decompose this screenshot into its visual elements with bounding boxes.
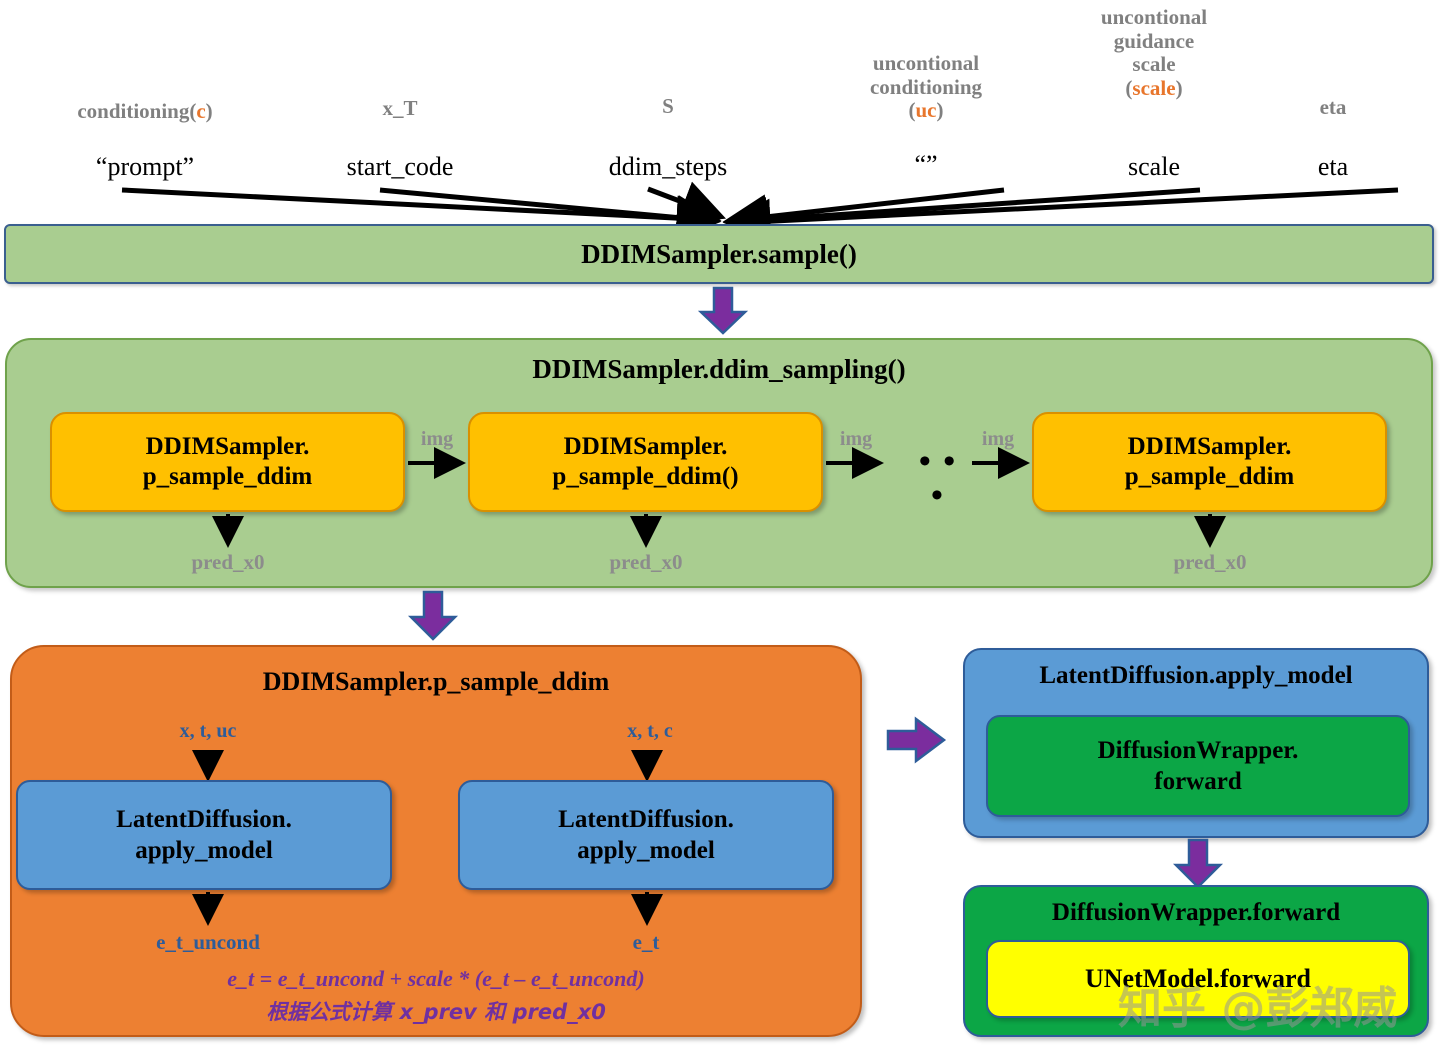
- param-scale-line1: uncontional: [1100, 5, 1208, 29]
- formula-classifier-free-guidance: e_t = e_t_uncond + scale * (e_t – e_t_un…: [227, 966, 645, 991]
- param-scale-line3: scale: [1132, 52, 1176, 77]
- param-uc-code: uc: [915, 98, 937, 123]
- input-label-x-t-uc: x, t, uc: [179, 720, 237, 742]
- panel-ddim-sampling-title: DDIMSampler.ddim_sampling(): [532, 354, 906, 384]
- param-uc-line3: (uc): [908, 98, 944, 123]
- box-p-sample-ddim-2-text: DDIMSampler. p_sample_ddim(): [470, 414, 821, 510]
- output-label-e-t: e_t: [632, 930, 660, 954]
- param-conditioning-close: ): [205, 99, 213, 123]
- box-p-sample-ddim-1-text: DDIMSampler. p_sample_ddim: [52, 414, 403, 510]
- box-p-sample-ddim-3-text: DDIMSampler. p_sample_ddim: [1034, 414, 1385, 510]
- box-latent-diffusion-2-line1: LatentDiffusion.: [558, 805, 734, 833]
- formula-x-prev-pred-x0: 根据公式计算 x_prev 和 pred_x0: [266, 1000, 606, 1024]
- param-scale-code: scale: [1132, 75, 1176, 100]
- output-label-pred-x0-1: pred_x0: [191, 550, 265, 574]
- arrow-pred-x0-3: [1194, 514, 1226, 548]
- param-desc-eta: eta: [1319, 95, 1347, 119]
- box-p-sample-ddim-3[interactable]: DDIMSampler. p_sample_ddim: [1032, 412, 1387, 512]
- param-conditioning-code: c: [196, 99, 206, 123]
- param-uc-line1: uncontional: [872, 51, 980, 75]
- output-label-e-t-uncond: e_t_uncond: [156, 930, 260, 954]
- panel-latent-diffusion-apply-model-title: LatentDiffusion.apply_model: [1039, 662, 1353, 689]
- box-p-sample-ddim-2-line2: p_sample_ddim(): [552, 463, 739, 490]
- param-desc-conditioning: conditioning(c): [40, 99, 250, 124]
- panel-diffusion-wrapper-forward-title: DiffusionWrapper.forward: [1051, 899, 1341, 926]
- param-desc-s: S: [662, 94, 674, 118]
- box-p-sample-ddim-1-line1: DDIMSampler.: [145, 432, 310, 460]
- box-p-sample-ddim-1[interactable]: DDIMSampler. p_sample_ddim: [50, 412, 405, 512]
- arrow-pred-x0-2: [630, 514, 662, 548]
- param-desc-uncond-conditioning: uncontional conditioning (uc): [828, 51, 1024, 123]
- param-value-eta: eta: [1317, 152, 1349, 181]
- purple-arrow-right-icon: [886, 716, 947, 764]
- box-unet-model-forward[interactable]: UNetModel.forward: [986, 940, 1410, 1018]
- box-p-sample-ddim-1-line2: p_sample_ddim: [142, 463, 313, 490]
- param-desc-x-t: x_T: [382, 96, 418, 120]
- box-latent-diffusion-2-text: LatentDiffusion. apply_model: [460, 782, 832, 888]
- parameter-arrows: [121, 181, 1399, 244]
- box-p-sample-ddim-3-line2: p_sample_ddim: [1124, 463, 1295, 490]
- box-diffusion-wrapper-forward-inner-text: DiffusionWrapper. forward: [988, 717, 1408, 815]
- panel-ddim-sampler-sample[interactable]: DDIMSampler.sample(): [4, 224, 1434, 284]
- output-label-pred-x0-2: pred_x0: [609, 550, 683, 574]
- param-desc-guidance-scale: uncontional guidance scale (scale): [1056, 5, 1252, 100]
- param-value-prompt: “prompt”: [95, 152, 195, 181]
- box-p-sample-ddim-3-line1: DDIMSampler.: [1127, 432, 1292, 460]
- purple-arrow-down-icon-2: [407, 590, 459, 641]
- purple-arrow-down-icon-3: [1172, 838, 1224, 889]
- box-latent-diffusion-apply-model-1[interactable]: LatentDiffusion. apply_model: [16, 780, 392, 890]
- arrow-img-2: [826, 447, 884, 479]
- box-p-sample-ddim-2-line1: DDIMSampler.: [563, 432, 728, 460]
- ellipsis-label: • • •: [918, 443, 958, 514]
- arrow-img-1: [408, 447, 466, 479]
- output-label-pred-x0-3: pred_x0: [1173, 550, 1247, 574]
- param-scale-line2: guidance: [1113, 28, 1195, 53]
- box-latent-diffusion-2-line2: apply_model: [577, 837, 715, 864]
- box-diffusion-wrapper-line2: forward: [1154, 768, 1242, 795]
- box-latent-diffusion-1-text: LatentDiffusion. apply_model: [18, 782, 390, 888]
- param-scale-line4: (scale): [1125, 75, 1183, 100]
- param-conditioning-text: conditioning(: [77, 99, 197, 123]
- arrow-pred-x0-1: [212, 514, 244, 548]
- param-value-start-code: start_code: [346, 152, 454, 181]
- arrow-to-latent-diffusion-1: [192, 750, 224, 782]
- box-latent-diffusion-1-line2: apply_model: [135, 837, 273, 864]
- arrow-to-latent-diffusion-2: [631, 750, 663, 782]
- box-p-sample-ddim-2[interactable]: DDIMSampler. p_sample_ddim(): [468, 412, 823, 512]
- input-label-x-t-c: x, t, c: [627, 720, 673, 742]
- edge-label-img-1: img: [420, 428, 454, 450]
- arrow-e-t: [631, 892, 663, 926]
- box-unet-model-forward-label: UNetModel.forward: [1085, 964, 1311, 993]
- purple-arrow-down-icon-1: [697, 286, 749, 335]
- box-unet-model-forward-text: UNetModel.forward: [988, 942, 1408, 1016]
- edge-label-img-2: img: [839, 428, 873, 450]
- box-latent-diffusion-apply-model-2[interactable]: LatentDiffusion. apply_model: [458, 780, 834, 890]
- box-diffusion-wrapper-forward-inner[interactable]: DiffusionWrapper. forward: [986, 715, 1410, 817]
- edge-label-img-3: img: [981, 428, 1015, 450]
- param-value-ddim-steps: ddim_steps: [608, 152, 728, 181]
- param-value-scale: scale: [1128, 152, 1180, 181]
- param-value-empty-string: “”: [914, 150, 938, 179]
- box-latent-diffusion-1-line1: LatentDiffusion.: [116, 805, 292, 833]
- box-diffusion-wrapper-line1: DiffusionWrapper.: [1097, 736, 1299, 764]
- panel-p-sample-ddim-title: DDIMSampler.p_sample_ddim: [262, 667, 610, 696]
- param-uc-line2: conditioning: [869, 74, 983, 99]
- panel-ddim-sampler-sample-title: DDIMSampler.sample(): [581, 239, 857, 269]
- arrow-e-t-uncond: [192, 892, 224, 926]
- arrow-img-3: [972, 447, 1030, 479]
